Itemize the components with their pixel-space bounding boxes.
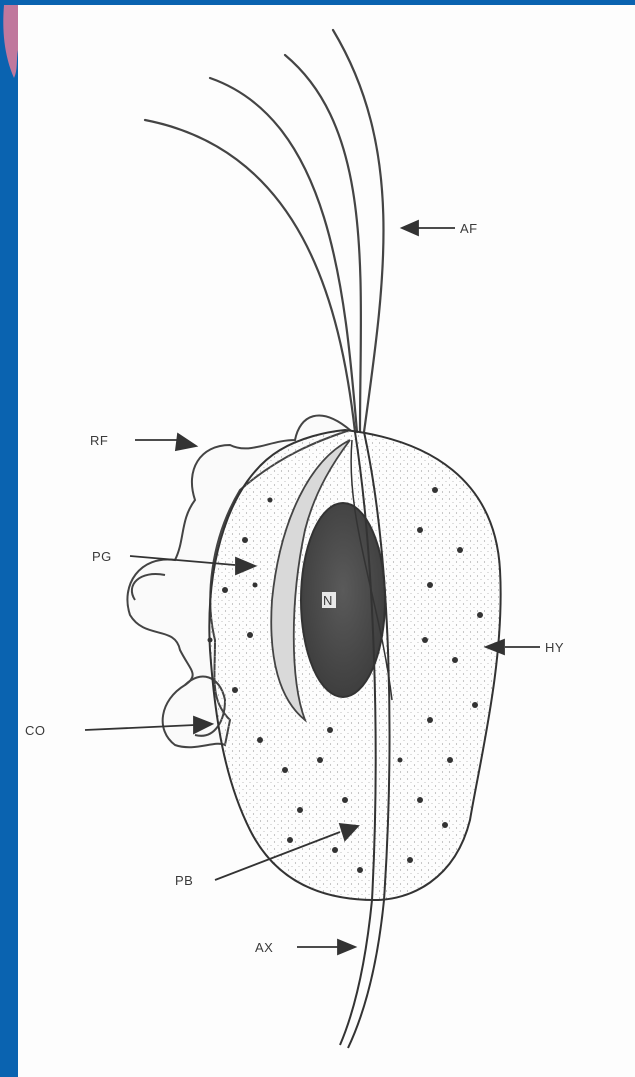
label-parabasal-body: PB bbox=[175, 873, 193, 888]
anterior-flagella bbox=[145, 30, 383, 432]
label-hyaloplasm: HY bbox=[545, 640, 564, 655]
slide-decoration-swoosh bbox=[3, 5, 18, 78]
nucleus-label: N bbox=[323, 593, 333, 608]
label-axostyle: AX bbox=[255, 940, 273, 955]
label-anterior-flagella: AF bbox=[460, 221, 478, 236]
label-parabasal-granules: PG bbox=[92, 549, 112, 564]
label-recurrent-flagellum: RF bbox=[90, 433, 108, 448]
label-costa: CO bbox=[25, 723, 46, 738]
